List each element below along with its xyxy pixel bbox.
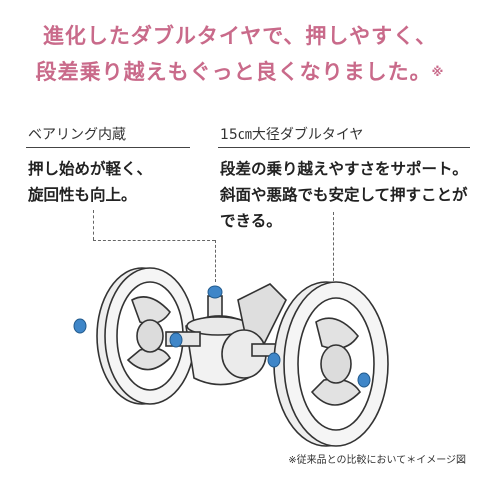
feature-bearing-title: ベアリング内蔵 (28, 127, 126, 143)
feature-bearing-rule (26, 147, 190, 148)
bearing-left-inner-marker (169, 332, 183, 348)
left-wheel (96, 267, 196, 405)
feature-tire-title: 15㎝大径ダブルタイヤ (220, 127, 364, 143)
right-wheel (273, 281, 389, 447)
image-note: ※従来品との比較において＊イメージ図 (288, 455, 466, 466)
caster-body (165, 283, 287, 386)
feature-bearing-line-2: 旋回性も向上。 (28, 186, 137, 204)
feature-bearing-body: 押し始めが軽く、 旋回性も向上。 (28, 156, 152, 208)
bearing-markers (73, 285, 371, 388)
headline: 進化したダブルタイヤで、押しやすく、 段差乗り越えもぐっと良くなりました。※ (0, 18, 480, 90)
feature-tire-line-1: 段差の乗り越えやすさをサポート。 (220, 160, 468, 178)
feature-tire-body: 段差の乗り越えやすさをサポート。 斜面や悪路でも安定して押すことが できる。 (220, 156, 468, 234)
bearing-right-inner-marker (267, 352, 281, 368)
bearing-leader-horizontal (93, 240, 215, 241)
bearing-right-outer-marker (357, 372, 371, 388)
headline-note-mark: ※ (431, 65, 445, 79)
headline-line-1: 進化したダブルタイヤで、押しやすく、 (42, 24, 438, 48)
bearing-leader-vertical (93, 210, 94, 240)
feature-tire-rule (218, 147, 470, 148)
bearing-leader-drop (215, 240, 216, 282)
bearing-left-outer-marker (73, 318, 87, 334)
bearing-top-marker (207, 285, 223, 299)
headline-line-2-text: 段差乗り越えもぐっと良くなりました。 (35, 60, 432, 84)
feature-tire-line-3: できる。 (220, 212, 282, 230)
feature-bearing-line-1: 押し始めが軽く、 (28, 160, 153, 178)
tire-leader (333, 212, 334, 286)
feature-tire-line-2: 斜面や悪路でも安定して押すことが (220, 186, 468, 204)
headline-line-2: 段差乗り越えもぐっと良くなりました。※ (0, 54, 480, 90)
